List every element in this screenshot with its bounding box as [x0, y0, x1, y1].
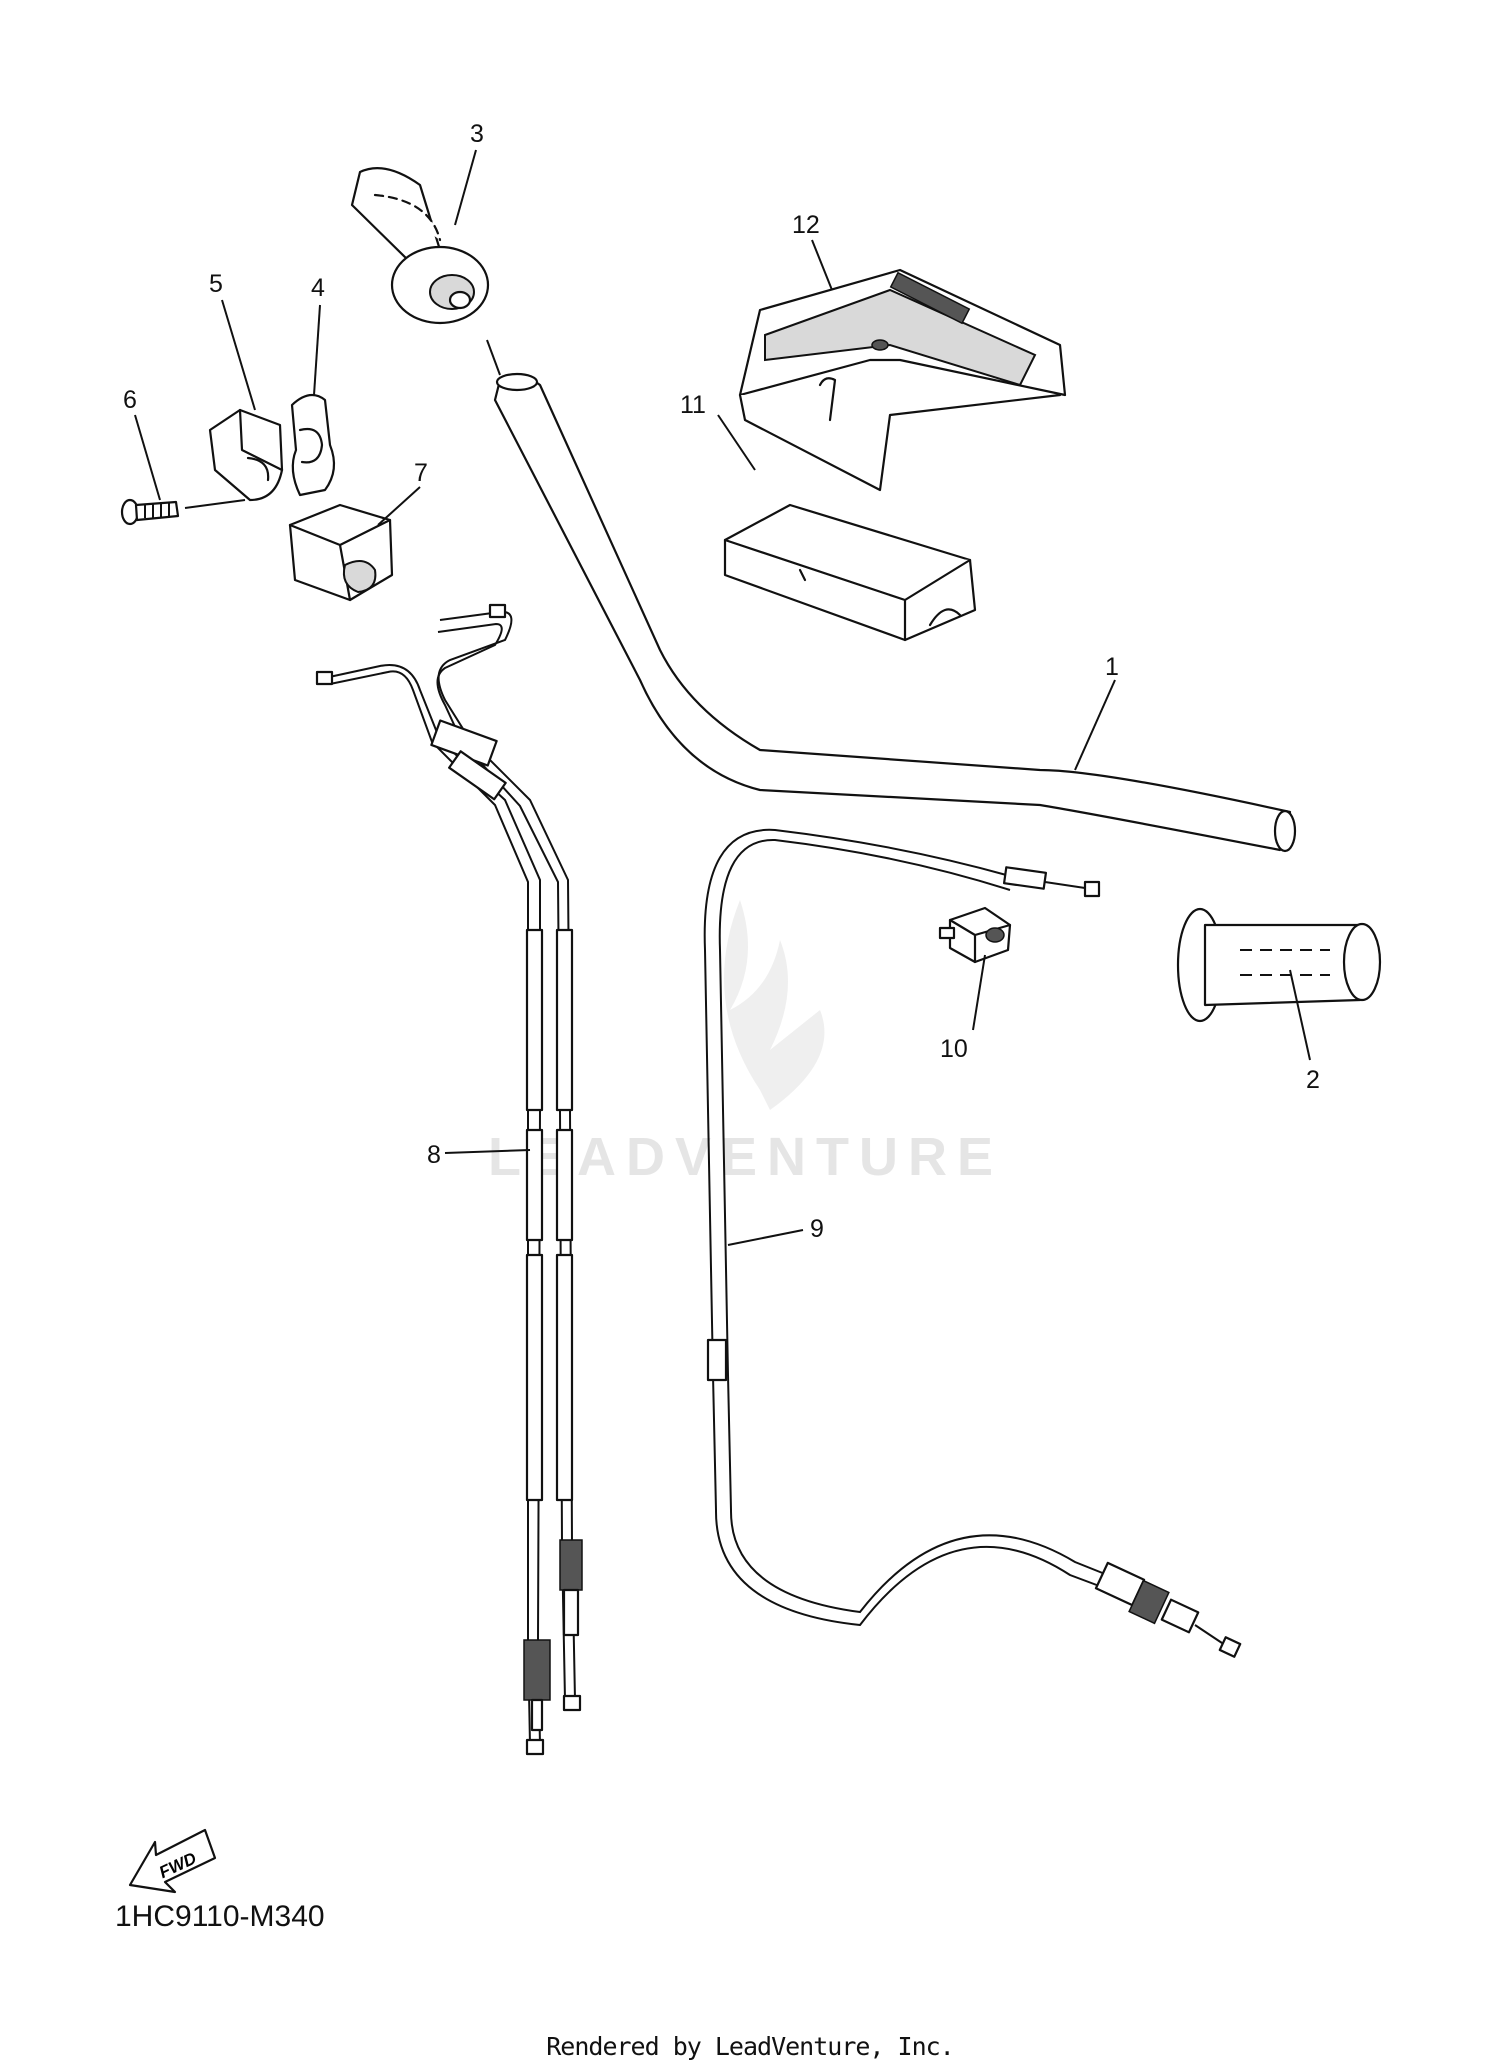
diagram-code: 1HC9110-M340	[115, 1900, 325, 1933]
part-6-screw[interactable]	[120, 498, 246, 526]
part-10-adjuster[interactable]	[938, 906, 1012, 964]
callout-5[interactable]: 5	[209, 270, 223, 298]
callout-9[interactable]: 9	[810, 1215, 824, 1243]
callout-4[interactable]: 4	[311, 274, 325, 302]
part-2-grip[interactable]	[1176, 907, 1382, 1023]
callout-12[interactable]: 12	[792, 211, 820, 239]
callout-6[interactable]: 6	[123, 386, 137, 414]
part-3-throttle-grip[interactable]	[350, 167, 490, 325]
callout-8[interactable]: 8	[427, 1141, 441, 1169]
part-8-throttle-cables[interactable]	[315, 603, 583, 1756]
callout-1[interactable]: 1	[1105, 653, 1119, 681]
part-5-clamp[interactable]	[208, 408, 284, 502]
callout-11[interactable]: 11	[680, 391, 706, 419]
render-credit: Rendered by LeadVenture, Inc.	[546, 2032, 955, 2061]
part-1-handlebar[interactable]	[493, 372, 1297, 853]
part-12-cover[interactable]	[738, 268, 1067, 492]
leader-lines	[134, 149, 1311, 1246]
fwd-arrow-icon: FWD	[128, 1828, 217, 1894]
callout-10[interactable]: 10	[940, 1035, 968, 1063]
callout-labels: 1 2 3 4 5 6 7 8 9 10 11 12	[123, 120, 1320, 1243]
part-7-clamp-block[interactable]	[288, 503, 394, 602]
part-11-pad[interactable]	[723, 503, 977, 642]
callout-2[interactable]: 2	[1306, 1066, 1320, 1094]
part-4-clamp[interactable]	[290, 393, 336, 497]
part-9-clutch-cable[interactable]	[703, 828, 1242, 1658]
callout-3[interactable]: 3	[470, 120, 484, 148]
callout-7[interactable]: 7	[414, 459, 428, 487]
